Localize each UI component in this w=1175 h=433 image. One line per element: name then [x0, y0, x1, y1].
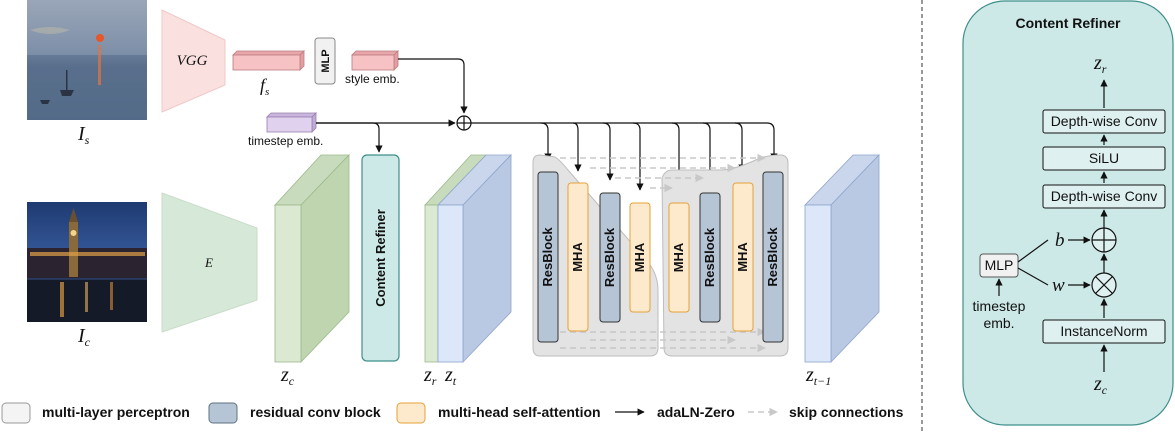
style-to-sum-arrow	[398, 58, 468, 114]
refiner-arrows	[995, 79, 1108, 372]
legend-resconv-label: residual conv block	[250, 404, 381, 420]
timestep-emb-label: timestep emb.	[248, 134, 323, 148]
mha-4	[668, 202, 690, 313]
legend-mlp-label: multi-layer perceptron	[42, 404, 190, 420]
label-z-r: zr	[423, 364, 437, 388]
vgg-label: VGG	[177, 53, 208, 69]
refiner-timestep-label-1: timestep	[973, 298, 1026, 314]
adaln-bus	[471, 122, 778, 161]
refiner-block-dwconv-bottom	[1042, 184, 1166, 209]
legend-mha-swatch	[396, 402, 426, 424]
refiner-mlp-label: MLP	[985, 257, 1014, 273]
z-c-latent	[274, 154, 350, 363]
legend-adaln-label: adaLN-Zero	[657, 404, 735, 420]
mha-label-6: MHA	[735, 242, 750, 272]
style-emb-label: style emb.	[345, 72, 400, 86]
refiner-multiply-node	[1091, 272, 1117, 298]
z-r-latent	[424, 154, 487, 363]
refiner-block-silu-label: SiLU	[1089, 150, 1119, 166]
refiner-block-dwconv-bottom-label: Depth-wise Conv	[1051, 188, 1158, 204]
mha-label-4: MHA	[671, 242, 686, 272]
content-encoder	[161, 192, 258, 333]
adaln-branches	[540, 122, 746, 191]
label-z-t: zt	[444, 364, 457, 388]
refiner-mlp-box	[979, 253, 1019, 278]
sum-node	[456, 115, 472, 131]
style-image	[27, 0, 147, 120]
timestep-to-refiner-arrow	[316, 122, 383, 153]
unet-blocks: ResBlock MHA ResBlock MHA MHA ResBlock MHA ResB…	[537, 171, 784, 343]
resblock-5	[699, 192, 721, 323]
content-refiner-label: Content Refiner	[373, 209, 388, 307]
unet-background	[532, 154, 789, 357]
z-t-minus-1-latent	[804, 154, 880, 363]
resblock-2	[599, 192, 621, 323]
refiner-output-label: zr	[1093, 52, 1107, 76]
mha-label-1: MHA	[570, 242, 585, 272]
refiner-add-node	[1091, 227, 1117, 253]
refiner-panel-title: Content Refiner	[1016, 15, 1122, 31]
resblock-0	[537, 171, 559, 343]
fs-block	[232, 50, 305, 71]
resblock-label-2: ResBlock	[602, 227, 617, 287]
legend-skip-label: skip connections	[789, 404, 904, 420]
mha-6	[732, 182, 754, 332]
skip-connections	[560, 153, 766, 353]
mha-1	[567, 182, 589, 332]
refiner-block-dwconv-top	[1042, 109, 1166, 134]
mlp-label: MLP	[320, 49, 332, 72]
refiner-panel	[962, 0, 1174, 426]
resblock-7	[762, 171, 784, 343]
timestep-emb-block	[266, 112, 317, 133]
resblock-label-0: ResBlock	[540, 227, 555, 287]
z-t-latent	[437, 154, 512, 363]
mha-label-3: MHA	[632, 242, 647, 272]
refiner-block-instancenorm	[1042, 319, 1166, 344]
encoder-label: E	[204, 255, 213, 270]
label-I-s: Is	[77, 123, 90, 147]
style-emb-block	[351, 50, 399, 71]
refiner-block-silu	[1042, 146, 1166, 171]
refiner-input-label: zc	[1093, 373, 1108, 397]
mha-3	[629, 202, 651, 313]
refiner-b-label: b	[1055, 230, 1065, 251]
refiner-block-instancenorm-label: InstanceNorm	[1060, 323, 1147, 339]
content-refiner-block	[361, 154, 400, 362]
mlp-box	[314, 37, 336, 85]
vgg-encoder	[161, 9, 226, 113]
legend-mha-label: multi-head self-attention	[438, 404, 601, 420]
content-image	[27, 202, 147, 322]
resblock-label-5: ResBlock	[702, 227, 717, 287]
legend-mlp-swatch	[1, 402, 31, 424]
legend: multi-layer perceptron residual conv blo…	[1, 402, 904, 424]
legend-resconv-swatch	[208, 402, 238, 424]
label-I-c: Ic	[77, 325, 91, 349]
refiner-block-dwconv-top-label: Depth-wise Conv	[1051, 113, 1158, 129]
refiner-timestep-label-2: emb.	[983, 315, 1014, 331]
resblock-label-7: ResBlock	[765, 227, 780, 287]
refiner-w-label: w	[1052, 275, 1065, 296]
label-z-t-minus-1: zt−1	[805, 364, 831, 388]
label-f-s: fs	[260, 75, 269, 98]
label-z-c: zc	[280, 364, 295, 388]
